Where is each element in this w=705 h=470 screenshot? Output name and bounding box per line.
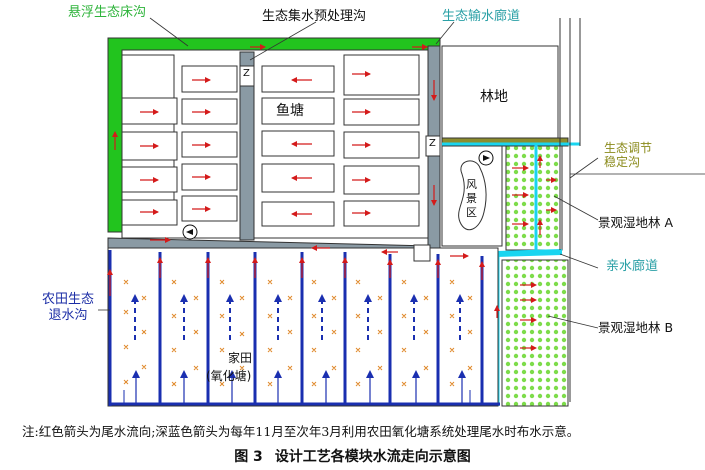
olive-band — [441, 137, 569, 147]
label-collection-ditch: 生态集水预处理沟 — [262, 9, 367, 24]
label-woodland: 林地 — [480, 89, 508, 105]
gate-label-1: Z — [243, 68, 250, 79]
label-wetland-b: 景观湿地林 B — [598, 320, 674, 335]
label-regulation-ditch: 生态调节 稳定沟 — [604, 141, 653, 170]
gate-label-2: Z — [429, 138, 436, 149]
label-paddy: 家田 — [228, 351, 253, 365]
label-oxidation-pond: (氧化塘) — [206, 369, 252, 383]
collection-ditch-channel — [239, 51, 255, 241]
wetland-b — [501, 259, 569, 407]
wetland-a — [505, 145, 563, 251]
flow-diagram — [98, 17, 705, 407]
figure-note: 注:红色箭头为尾水流向;深蓝色箭头为每年11月至次年3月利用农田氧化塘系统处理尾… — [22, 424, 580, 439]
label-wetland-a: 景观湿地林 A — [598, 215, 674, 230]
caption-number: 图 3 — [234, 449, 263, 465]
figure-caption: 图 3 设计工艺各模块水流走向示意图 — [0, 446, 705, 466]
label-conveyance-corridor: 生态输水廊道 — [442, 9, 521, 24]
label-waterfront-corridor: 亲水廊道 — [606, 259, 659, 274]
label-scenic-area: 风 景 区 — [466, 178, 477, 219]
caption-title: 设计工艺各模块水流走向示意图 — [274, 449, 471, 465]
label-fish-pond: 鱼塘 — [276, 103, 304, 119]
label-farm-ditch: 农田生态 退水沟 — [42, 292, 95, 324]
label-floating-ditch: 悬浮生态床沟 — [68, 5, 147, 20]
woodland-block — [441, 45, 559, 139]
scenic-area-shape — [458, 160, 487, 231]
